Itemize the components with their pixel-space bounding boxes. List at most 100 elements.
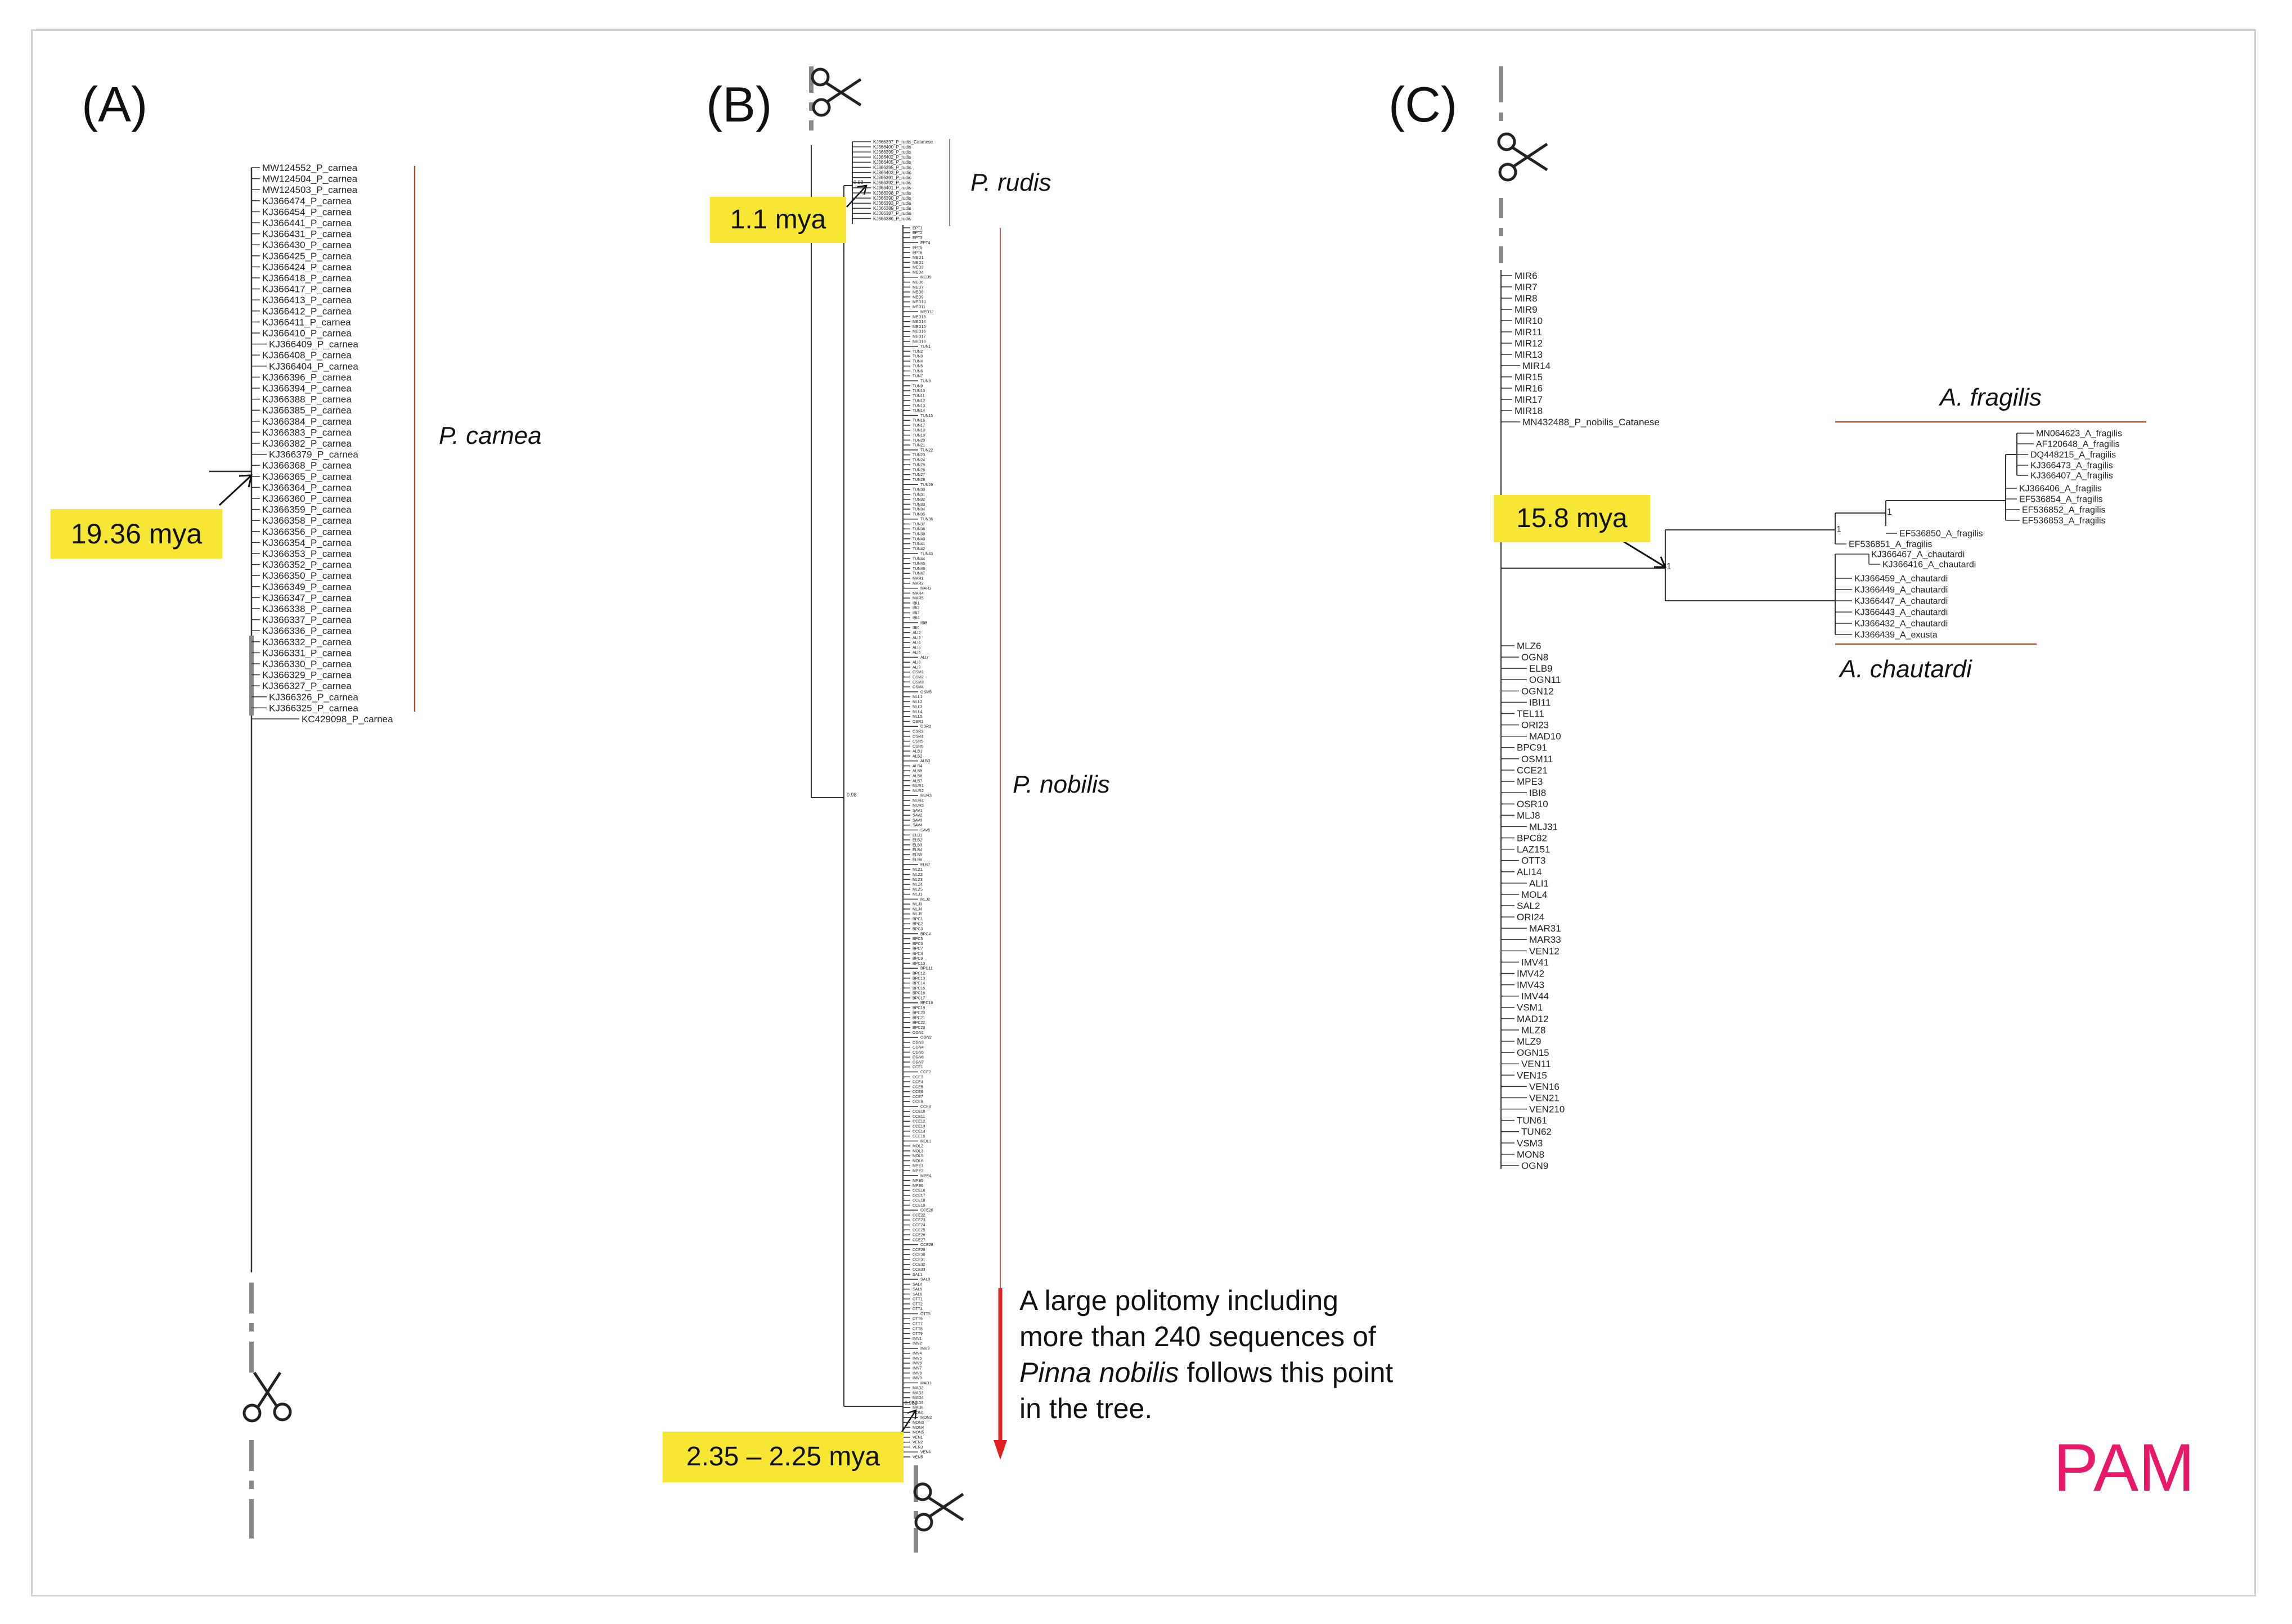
leaf-label-b-nobilis: OSR5	[913, 740, 923, 744]
leaf-label-b-nobilis: CCE20	[920, 1209, 933, 1213]
leaf-label-c-bottom: OGN11	[1529, 674, 1561, 685]
leaf-label-b-nobilis: CCE10	[913, 1110, 925, 1114]
leaf-label-a: KJ366325_P_carnea	[269, 703, 358, 713]
leaf-label-b-nobilis: TUN39	[913, 533, 925, 537]
leaf-label-c-bottom: VSM3	[1517, 1138, 1543, 1149]
leaf-label-b-nobilis: CCE31	[913, 1258, 925, 1262]
leaf-label-c-fragilis: EF536850_A_fragilis	[1899, 529, 1983, 539]
leaf-label-b-nobilis: EPT3	[913, 236, 923, 240]
leaf-label-a: KJ366410_P_carnea	[262, 328, 352, 339]
leaf-label-b-nobilis: TUN14	[913, 409, 925, 413]
leaf-label-b-nobilis: EPT1	[913, 226, 923, 230]
leaf-label-a: KJ366350_P_carnea	[262, 570, 352, 581]
leaf-label-b-nobilis: OGN4	[913, 1046, 924, 1050]
leaf-label-b-nobilis: EPT4	[920, 241, 931, 245]
panel-label-c: (C)	[1388, 77, 1458, 132]
leaf-label-c-chautardi: KJ366459_A_chautardi	[1854, 574, 1948, 584]
leaf-label-b-nobilis: VEN2	[913, 1441, 923, 1445]
leaf-label-a: KJ366379_P_carnea	[269, 449, 358, 460]
leaf-label-b-nobilis: BPC17	[913, 996, 925, 1000]
leaf-label-b-nobilis: CCE23	[913, 1218, 925, 1222]
leaf-label-b-nobilis: TUN24	[913, 458, 925, 462]
leaf-label-a: KJ366388_P_carnea	[262, 394, 352, 405]
leaf-label-b-rudis: KJ366395_P_rudis	[873, 165, 911, 170]
leaf-label-b-nobilis: SAV5	[920, 829, 930, 833]
leaf-label-c-bottom: IMV44	[1521, 991, 1549, 1002]
leaf-label-c-top: MIR9	[1514, 304, 1538, 315]
leaf-label-b-nobilis: SAV2	[913, 814, 922, 818]
leaf-label-c-top: MIR16	[1514, 383, 1543, 394]
bootstrap-value-c: 1	[1887, 507, 1892, 517]
leaf-label-c-top: MIR10	[1514, 316, 1543, 326]
leaf-label-c-bottom: OGN15	[1517, 1047, 1549, 1058]
leaf-label-b-nobilis: BPC4	[920, 932, 931, 936]
leaf-label-c-bottom: IMV42	[1517, 968, 1544, 979]
leaf-label-b-rudis: KJ366405_P_rudis	[873, 160, 911, 165]
leaf-label-c-bottom: MAD12	[1517, 1014, 1549, 1024]
leaf-label-b-nobilis: OGN1	[913, 1031, 924, 1035]
leaf-label-b-nobilis: BPC11	[920, 967, 933, 971]
leaf-label-b-nobilis: BPC8	[913, 952, 923, 956]
leaf-label-b-nobilis: TUN2	[913, 350, 923, 354]
leaf-label-b-nobilis: MLL1	[913, 695, 923, 699]
leaf-label-b-nobilis: MED1	[913, 256, 924, 260]
leaf-label-b-nobilis: TUN21	[913, 444, 925, 448]
leaf-label-b-nobilis: VEN5	[913, 1455, 923, 1459]
leaf-label-a: KJ366411_P_carnea	[262, 317, 351, 327]
date-badge-a: 19.36 mya	[51, 509, 222, 559]
leaf-label-b-nobilis: TUN45	[913, 562, 925, 566]
leaf-label-c-top: MIR7	[1514, 282, 1538, 293]
leaf-label-b-nobilis: MED18	[913, 340, 925, 344]
leaves-a: MW124552_P_carneaMW124504_P_carneaMW1245…	[251, 163, 393, 725]
leaf-label-b-nobilis: BPC10	[913, 962, 925, 966]
leaf-label-a: KJ366359_P_carnea	[262, 505, 352, 515]
leaf-label-b-nobilis: BPC7	[913, 947, 923, 951]
leaf-label-b-nobilis: ALI7	[920, 656, 929, 660]
leaf-label-b-nobilis: TUN43	[920, 552, 933, 556]
leaf-label-b-nobilis: MUR1	[913, 784, 924, 788]
leaf-label-b-nobilis: BPC13	[913, 977, 925, 980]
leaf-label-b-nobilis: CCE28	[920, 1243, 933, 1247]
leaf-label-b-nobilis: BPC12	[913, 971, 925, 975]
leaf-label-b-nobilis: MLZ5	[913, 888, 923, 892]
bootstrap-value-c: 1	[1836, 525, 1841, 534]
leaf-label-a: KJ366394_P_carnea	[262, 383, 352, 394]
leaf-label-b-nobilis: OGN6	[913, 1056, 924, 1060]
leaf-label-b-nobilis: TUN11	[913, 394, 925, 398]
leaf-label-b-nobilis: TUN9	[913, 384, 923, 388]
leaf-label-c-top: MIR11	[1514, 327, 1542, 338]
leaf-label-b-nobilis: TUN44	[913, 557, 925, 561]
leaf-label-c-bottom: IMV41	[1521, 957, 1549, 968]
leaf-label-a: KJ366360_P_carnea	[262, 493, 352, 504]
scissors-icon	[913, 1482, 964, 1532]
leaf-label-c-bottom: MON8	[1517, 1149, 1544, 1160]
leaf-label-b-nobilis: MOL3	[913, 1149, 923, 1153]
leaf-label-b-nobilis: BPC18	[920, 1001, 933, 1005]
leaf-label-a: KJ366368_P_carnea	[262, 460, 352, 471]
leaf-label-b-nobilis: CCE27	[913, 1238, 925, 1242]
leaf-label-b-nobilis: TUN5	[913, 365, 923, 368]
leaf-label-c-bottom: MOL4	[1521, 889, 1547, 900]
leaf-label-b-nobilis: SAL5	[913, 1288, 922, 1292]
leaf-label-b-nobilis: MLZ3	[913, 878, 923, 882]
leaf-label-a: KJ366454_P_carnea	[262, 206, 352, 217]
leaf-label-b-nobilis: OSR4	[913, 735, 923, 739]
leaf-label-b-nobilis: MON5	[913, 1431, 924, 1435]
leaf-label-c-bottom: VEN11	[1521, 1059, 1551, 1069]
note-text-italic: Pinna nobilis	[1019, 1357, 1179, 1388]
leaf-label-b-nobilis: MON3	[913, 1421, 924, 1425]
leaf-label-c-bottom: OSM11	[1521, 754, 1553, 764]
leaf-label-b-nobilis: TUN46	[913, 567, 925, 571]
leaf-label-b-nobilis: OTT2	[913, 1302, 923, 1306]
leaf-label-a: KC429098_P_carnea	[302, 714, 393, 725]
leaf-label-c-bottom: MAR31	[1529, 923, 1561, 934]
leaf-label-b-rudis: KJ366401_P_rudis	[873, 186, 911, 191]
leaf-label-a: KJ366412_P_carnea	[262, 306, 352, 317]
leaf-label-b-nobilis: TUN13	[913, 404, 925, 408]
leaf-label-a: KJ366364_P_carnea	[262, 482, 352, 493]
leaf-label-b-nobilis: MED10	[913, 300, 925, 304]
leaf-label-b-nobilis: MAD3	[913, 1391, 924, 1395]
leaf-label-c-bottom: MAR33	[1529, 934, 1561, 945]
leaf-label-b-nobilis: TUN22	[920, 448, 933, 452]
leaf-label-b-nobilis: BPC15	[913, 987, 925, 991]
